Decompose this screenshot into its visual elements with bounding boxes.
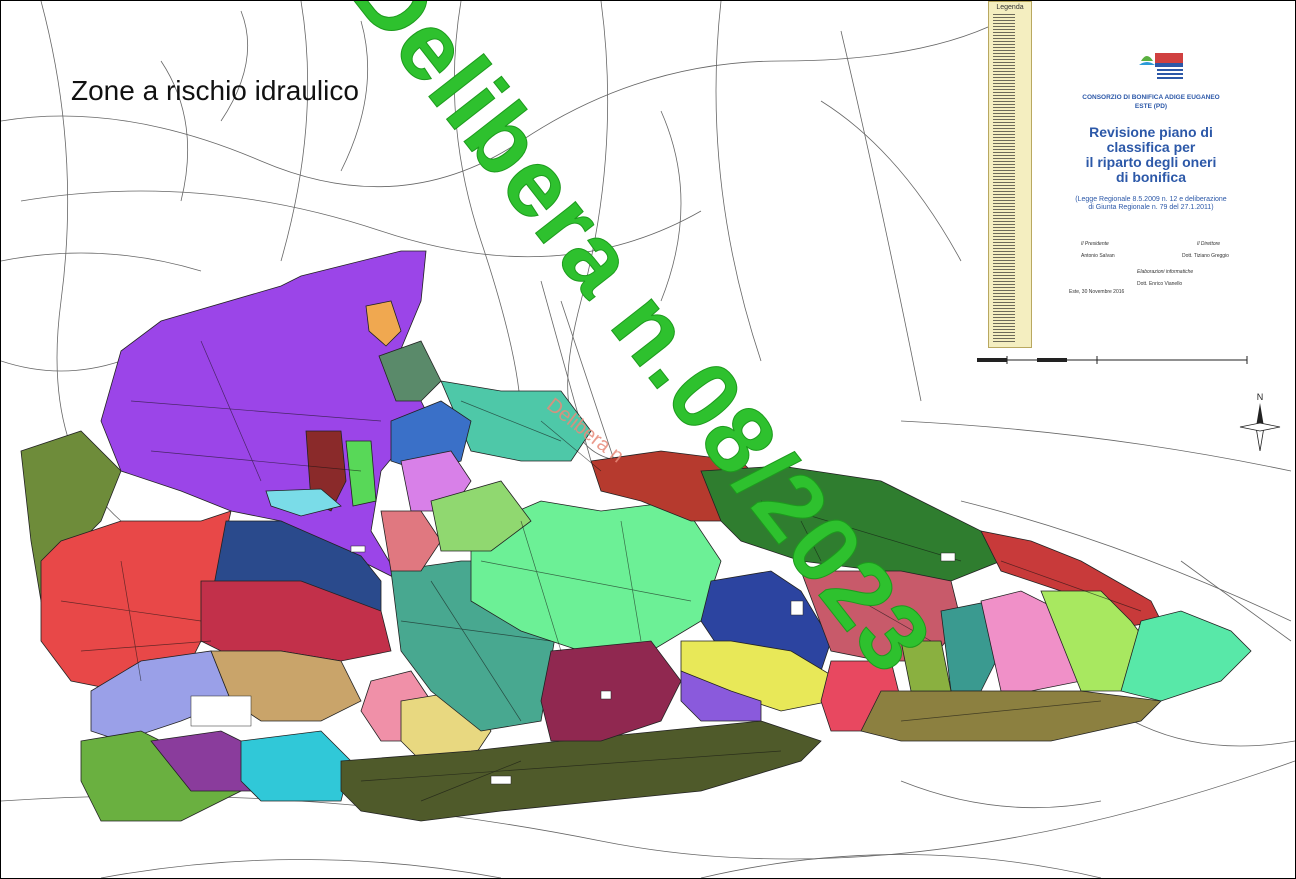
compass-north: N (1257, 392, 1264, 402)
map-date: Este, 30 Novembre 2016 (1069, 289, 1125, 295)
zone-olive-se (860, 690, 1162, 742)
north-arrow-icon: N (1239, 392, 1281, 451)
cartouche-title: Revisione piano di classifica per il rip… (1037, 125, 1265, 185)
title-line-4: di bonifica (1116, 169, 1186, 185)
title-line-3: il riparto degli oneri (1085, 154, 1217, 170)
zone-lightgreen (430, 480, 532, 552)
zone-mintgreen-east (1120, 610, 1252, 702)
title-line-1: Revisione piano di (1089, 124, 1213, 140)
director-name: Dott. Tiziano Greggio (1182, 253, 1229, 259)
map-title: Zone a rischio idraulico (71, 75, 359, 106)
zone-salmon (380, 510, 442, 572)
zone-teal-north (440, 380, 592, 462)
zone-cyan-lake (265, 488, 342, 517)
zone-orange (365, 300, 402, 347)
legend-strip: Legenda (988, 1, 1032, 348)
zone-green-sw (80, 730, 242, 822)
organization-name: CONSORZIO DI BONIFICA ADIGE EUGANEO ESTE… (1037, 93, 1265, 111)
zone-roads (60, 340, 1142, 802)
law-reference: (Legge Regionale 8.5.2009 n. 12 e delibe… (1037, 196, 1265, 212)
processing-name: Dott. Enrico Vianello (1137, 281, 1183, 287)
law-line-1: (Legge Regionale 8.5.2009 n. 12 e delibe… (1075, 196, 1227, 203)
president-role: Il Presidente (1081, 241, 1109, 247)
zone-purple-east (680, 670, 762, 722)
urban-patches (190, 545, 956, 785)
organization-place: ESTE (PD) (1134, 103, 1168, 110)
president-name: Antonio Salvan (1081, 253, 1115, 259)
zone-cyan (240, 730, 352, 802)
title-line-2: classifica per (1106, 139, 1196, 155)
consortium-logo (1139, 53, 1183, 79)
scale-bar (977, 356, 1248, 364)
legend-rows (993, 14, 1015, 342)
title-cartouche: CONSORZIO DI BONIFICA ADIGE EUGANEO ESTE… (1037, 1, 1265, 346)
risk-zones (20, 250, 1252, 822)
organization-line: CONSORZIO DI BONIFICA ADIGE EUGANEO (1082, 94, 1220, 101)
law-line-2: di Giunta Regionale n. 79 del 27.1.2011) (1088, 204, 1214, 211)
legend-header: Legenda (996, 4, 1024, 11)
zone-green-se (900, 640, 952, 692)
zone-green-strip (345, 440, 377, 507)
processing-role: Elaborazioni informatiche (1137, 269, 1194, 275)
director-role: Il Direttore (1197, 241, 1221, 247)
zone-gray-green (378, 340, 442, 402)
